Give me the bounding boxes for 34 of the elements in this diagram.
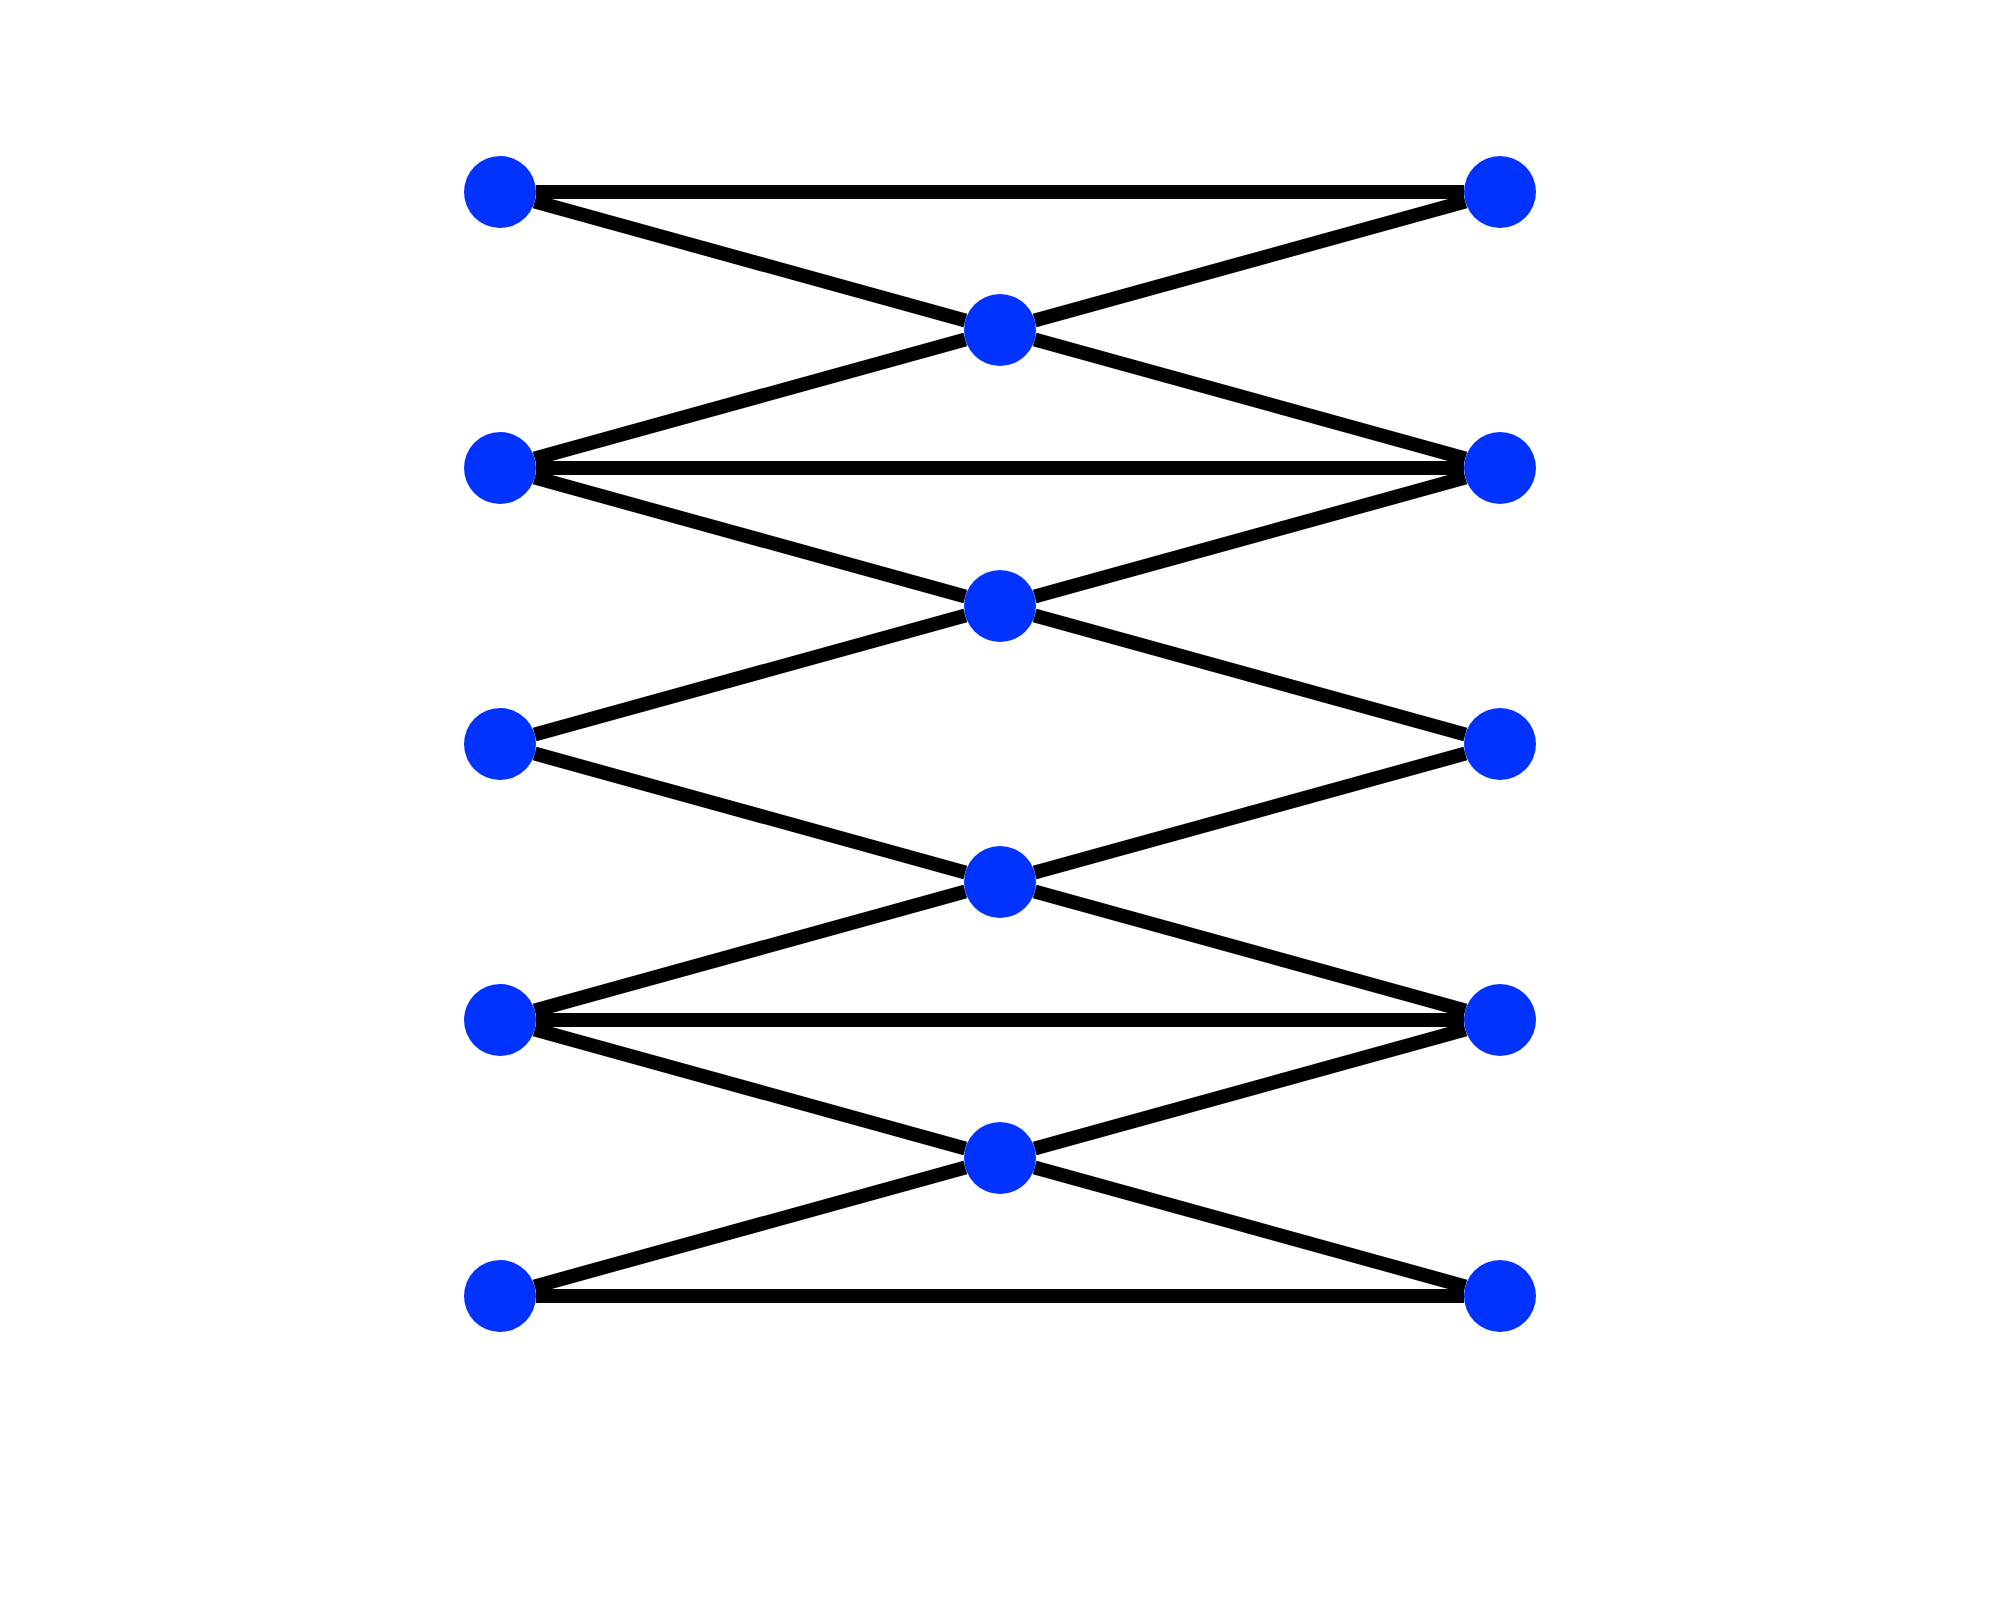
connector-line: [532, 1022, 968, 1156]
connector-line: [536, 461, 1464, 475]
graph-vertex: [1464, 984, 1536, 1056]
connector-line: [1032, 746, 1468, 880]
graph-vertex: [464, 708, 536, 780]
connector-line: [532, 470, 968, 604]
connector-line: [1032, 194, 1468, 328]
connector-line: [1032, 884, 1468, 1018]
graph-vertex: [1464, 708, 1536, 780]
connector-line: [532, 1160, 968, 1294]
connector-line: [1032, 608, 1468, 742]
connector-line: [1032, 1160, 1468, 1294]
connector-line: [536, 1289, 1464, 1303]
graph-vertex: [1464, 156, 1536, 228]
graph-vertex: [964, 1122, 1036, 1194]
connector-line: [536, 185, 1464, 199]
connector-line: [1032, 332, 1468, 466]
graph-vertex: [964, 294, 1036, 366]
connector-line: [1032, 470, 1468, 604]
graph-vertex: [464, 984, 536, 1056]
connector-line: [532, 332, 968, 466]
graph-vertex: [464, 1260, 536, 1332]
graph-vertex: [964, 846, 1036, 918]
graph-vertex: [1464, 1260, 1536, 1332]
graph-vertex: [1464, 432, 1536, 504]
connector-line: [1032, 1022, 1468, 1156]
graph-vertex: [964, 570, 1036, 642]
connector-line: [532, 194, 968, 328]
graph-vertex: [464, 432, 536, 504]
graph-vertex: [464, 156, 536, 228]
connector-line: [532, 608, 968, 742]
connector-line: [532, 884, 968, 1018]
connector-line: [536, 1013, 1464, 1027]
connector-line: [532, 746, 968, 880]
